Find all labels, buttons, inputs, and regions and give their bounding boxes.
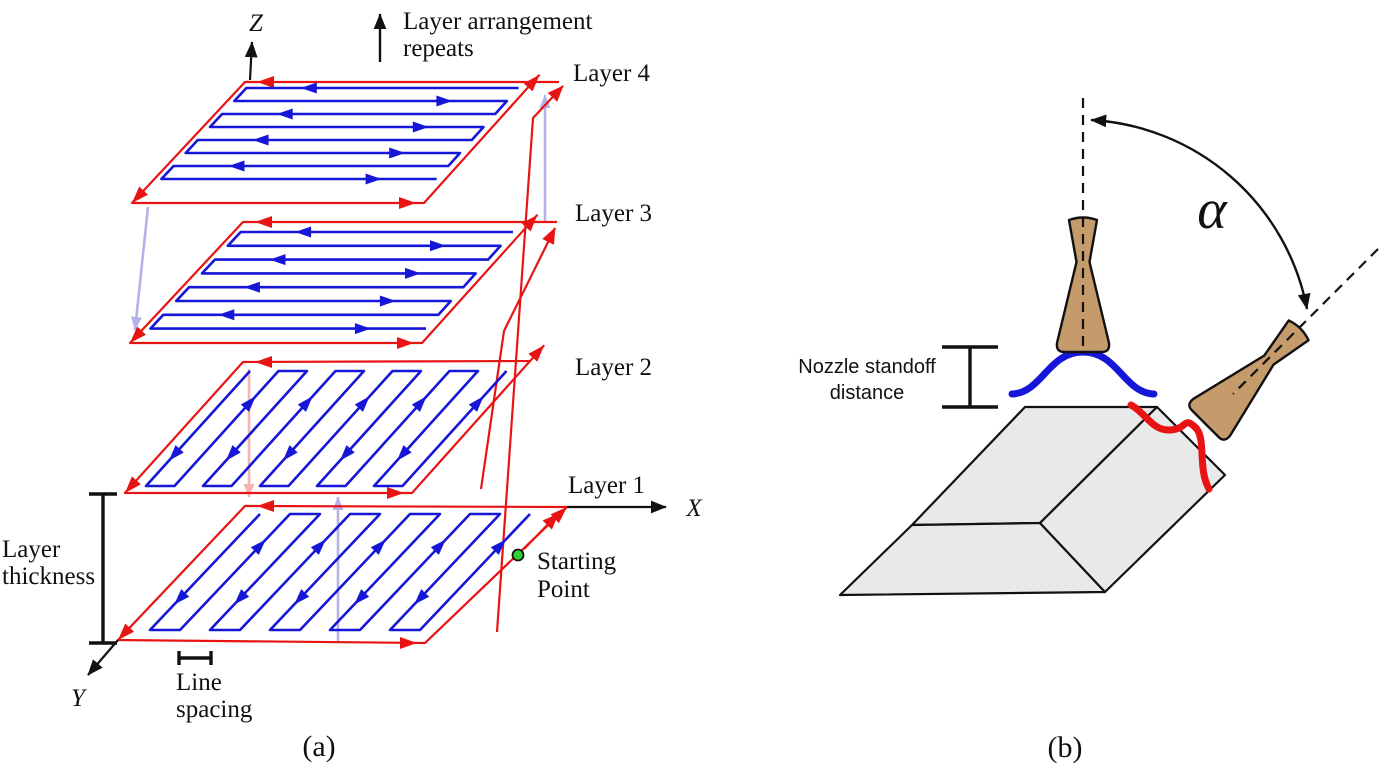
direction-arrowhead [379,295,396,307]
direction-arrowhead [276,108,293,120]
layer-2-raster-path [144,369,508,488]
direction-arrowhead [354,323,371,335]
x-axis-label: X [685,495,703,522]
standoff-bracket [942,345,998,409]
direction-arrowhead [405,267,421,279]
y-axis [87,639,119,676]
direction-arrowhead [430,240,446,252]
direction-arrowhead [240,396,256,412]
repeat-note-line2: repeats [403,35,474,62]
vertical-nozzle [1055,216,1111,354]
layer-1-label: Layer 1 [568,472,645,499]
repeat-note-line1: Layer arrangement [403,8,593,35]
interlayer-transfer-line-2 [479,227,556,490]
tilted-centerline [1232,248,1379,395]
z-axis [244,41,258,81]
starting-point-line2: Point [537,576,590,603]
direction-arrowhead [257,500,274,512]
direction-arrowhead [354,589,370,605]
direction-arrowhead [225,445,241,461]
direction-arrowhead [250,539,266,555]
panel-b: α Nozzle standoff distance (b) [798,98,1379,764]
line-spacing-line2: spacing [176,696,253,723]
direction-arrowhead [257,76,274,88]
direction-arrowhead [243,281,260,293]
direction-arrowhead [521,214,538,232]
layer-stack [116,73,568,649]
tilted-nozzle [1188,319,1310,441]
direction-arrowhead [365,173,382,185]
direction-arrowhead [400,637,417,649]
layer-2-label: Layer 2 [575,354,652,381]
layer-3-label: Layer 3 [575,200,652,227]
layer-4-raster-path [160,86,519,181]
direction-arrowhead [255,216,272,228]
layer-1-outline [116,504,568,645]
starting-point-line1: Starting [537,548,617,575]
layer-3-raster-path [149,230,513,330]
spray-angle-label: α [1197,179,1228,241]
layer-4-label: Layer 4 [573,60,651,87]
layer-thickness-line2: thickness [2,563,95,590]
direction-arrowhead [523,74,540,92]
direction-arrowhead [354,396,370,412]
interlayer-transfer-line-1 [495,85,564,633]
y-axis-label: Y [71,685,88,712]
direction-arrowhead [430,539,446,555]
direction-arrowhead [411,396,427,412]
direction-arrowhead [125,476,141,493]
direction-arrowhead [295,226,312,238]
direction-arrowhead [414,589,430,605]
layer-1-raster-path [148,512,531,632]
direction-arrowhead [387,487,404,499]
line-spacing-bracket [177,651,213,665]
direction-arrowhead [255,356,272,368]
starting-point-dot [511,548,525,562]
direction-arrowhead [294,589,310,605]
direction-arrowhead [550,507,567,524]
panel-a-label: (a) [302,730,335,763]
direction-arrowhead [269,254,286,266]
deposit-track-inclined [1127,401,1213,493]
direction-arrowhead [252,134,269,146]
standoff-label-line2: distance [830,382,905,404]
direction-arrowhead [468,396,484,412]
direction-arrowhead [399,197,416,209]
z-axis-label: Z [249,10,264,37]
direction-arrowhead [436,95,453,107]
direction-arrowhead [282,445,298,461]
direction-arrowhead [370,539,386,555]
spray-angle-arc [1090,114,1311,310]
direction-arrowhead [490,539,506,555]
direction-arrowhead [218,309,235,321]
direction-arrowhead [234,589,250,605]
direction-arrowhead [297,396,313,412]
direction-arrowhead [396,445,412,461]
direction-arrowhead [168,445,184,461]
direction-arrowhead [528,345,545,362]
direction-arrowhead [389,147,406,159]
direction-arrowhead [174,589,190,605]
layer-3-outline [128,213,557,345]
direction-arrowhead [118,623,134,640]
layer-thickness-bracket [89,492,117,645]
layer-step-arrow-left [130,206,150,331]
direction-arrowhead [397,337,414,349]
direction-arrowhead [130,326,146,343]
deposit-bead-profile [1008,348,1158,398]
line-spacing-line1: Line [176,669,222,696]
direction-arrowhead [132,186,148,203]
standoff-label-line1: Nozzle standoff [798,356,936,378]
panel-b-label: (b) [1048,731,1083,764]
starting-point-arrow [523,513,559,550]
layer-thickness-line1: Layer [2,536,61,563]
direction-arrowhead [228,160,245,172]
direction-arrowhead [339,445,355,461]
panel-a: Z X Y Layer arrangement repeats Layer 4 … [2,8,703,763]
direction-arrowhead [310,539,326,555]
direction-arrowhead [300,82,317,94]
direction-arrowhead [412,121,429,133]
